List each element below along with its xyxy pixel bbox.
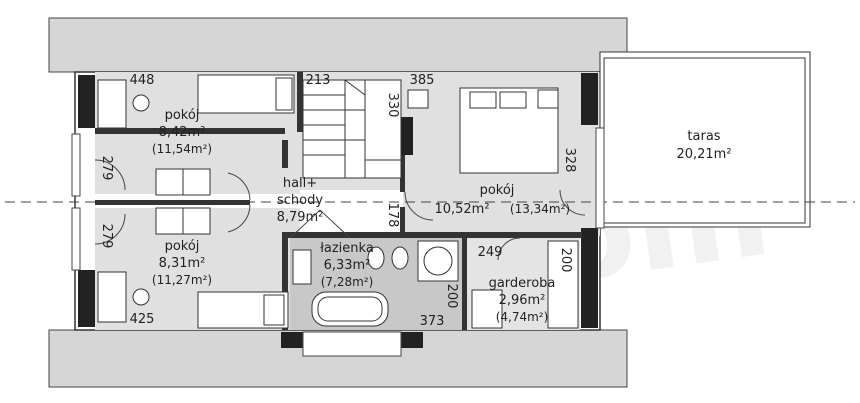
window-bottom bbox=[302, 331, 402, 357]
room-name: pokój bbox=[165, 239, 200, 254]
pillow bbox=[469, 91, 497, 109]
room-area: 8,31m² bbox=[159, 256, 206, 271]
wall bbox=[400, 207, 405, 232]
room-name: pokój bbox=[165, 108, 200, 123]
room-area: 6,33m² bbox=[324, 258, 371, 273]
room-area-total: (13,34m²) bbox=[510, 202, 570, 216]
dimension-label: 200 bbox=[558, 248, 573, 273]
dimension-label: 279 bbox=[99, 156, 114, 181]
pillow bbox=[499, 91, 527, 109]
desk bbox=[97, 79, 127, 129]
nightstand bbox=[407, 89, 429, 109]
window bbox=[71, 207, 81, 271]
wall bbox=[282, 140, 288, 168]
room-name: pokój bbox=[480, 183, 515, 198]
right-room-fill-2 bbox=[403, 190, 600, 236]
room-area: 8,79m² bbox=[277, 210, 324, 225]
room-area-total: (11,27m²) bbox=[152, 273, 212, 287]
window bbox=[71, 133, 81, 197]
wall-block bbox=[581, 228, 598, 328]
room-area: 2,96m² bbox=[499, 293, 546, 308]
staircase bbox=[302, 79, 402, 179]
dimension-label: 213 bbox=[306, 73, 331, 88]
shower bbox=[417, 240, 459, 282]
wall bbox=[282, 232, 582, 238]
doors bbox=[94, 159, 586, 261]
dimension-label: 328 bbox=[562, 148, 577, 173]
room-area-total: (7,28m²) bbox=[321, 275, 374, 289]
terrace-outline bbox=[599, 51, 811, 228]
wall bbox=[95, 200, 250, 205]
shelf bbox=[547, 240, 579, 329]
chair bbox=[132, 288, 150, 306]
room-name: hall+ bbox=[283, 176, 317, 191]
wall bbox=[95, 128, 285, 134]
room-area: 10,52m² bbox=[434, 202, 489, 217]
desk bbox=[97, 271, 127, 323]
dimension-label: 448 bbox=[130, 73, 155, 88]
terrace-door bbox=[595, 127, 605, 229]
nightstand bbox=[537, 89, 559, 109]
wall-block bbox=[401, 332, 423, 348]
room-area-total: (11,54m²) bbox=[152, 142, 212, 156]
dimension-label: 200 bbox=[444, 284, 459, 309]
wall-block bbox=[78, 270, 95, 327]
wall-block bbox=[401, 117, 413, 155]
wall bbox=[400, 155, 405, 192]
room-area: 8,42m² bbox=[159, 125, 206, 140]
dimension-label: 373 bbox=[420, 314, 445, 329]
washbasin bbox=[292, 249, 312, 285]
wall-block bbox=[281, 332, 303, 348]
wall bbox=[462, 238, 467, 330]
room-area-total: (4,74m²) bbox=[496, 310, 549, 324]
dimension-label: 385 bbox=[410, 73, 435, 88]
shelf bbox=[471, 289, 503, 329]
dimension-label: 249 bbox=[478, 245, 503, 260]
room-name: garderoba bbox=[489, 276, 556, 291]
wall-block bbox=[78, 75, 95, 128]
wall bbox=[282, 232, 288, 330]
roof-top bbox=[48, 17, 628, 73]
bidet bbox=[391, 246, 409, 270]
wall-block bbox=[581, 73, 598, 125]
dimension-label: 178 bbox=[385, 203, 400, 228]
dimension-label: 425 bbox=[130, 312, 155, 327]
room-name: łazienka bbox=[320, 241, 374, 256]
chair bbox=[132, 94, 150, 112]
room-area: 20,21m² bbox=[676, 147, 731, 162]
toilet bbox=[367, 246, 385, 270]
wall bbox=[297, 72, 303, 132]
dimension-label: 330 bbox=[385, 93, 400, 118]
dimension-label: 279 bbox=[99, 224, 114, 249]
pillow bbox=[263, 294, 285, 326]
room-name-2: schody bbox=[277, 193, 323, 208]
room-name: taras bbox=[687, 129, 720, 144]
pillow bbox=[275, 77, 293, 111]
